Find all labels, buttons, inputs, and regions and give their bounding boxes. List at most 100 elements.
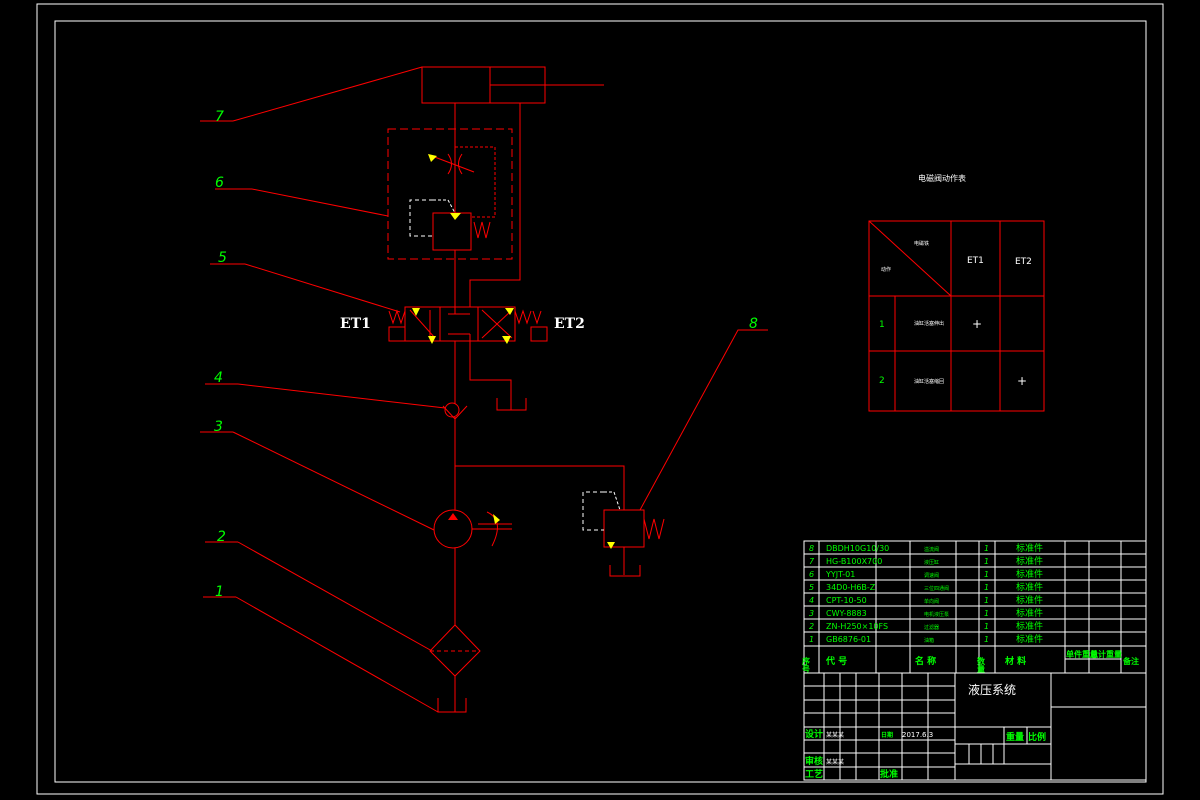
bom-row-name: 三位四通阀 bbox=[924, 585, 949, 592]
leader-line-2 bbox=[237, 541, 433, 652]
bom-header-total-weight: 总计重量 bbox=[1090, 649, 1122, 659]
pump-rotation-arrow-icon bbox=[493, 514, 500, 524]
pipe-return-right bbox=[469, 103, 521, 307]
bom-row-material: 标准件 bbox=[1016, 542, 1043, 554]
leader-number-1: 1 bbox=[215, 584, 224, 600]
bom-row-material: 标准件 bbox=[1016, 555, 1043, 567]
solenoid-table-row2-et2: + bbox=[1017, 374, 1027, 388]
solenoid-table-row1-et1: + bbox=[972, 317, 982, 331]
bom-row-name: 溢流阀 bbox=[924, 546, 939, 553]
bom-row-no: 1 bbox=[809, 635, 814, 644]
bom-row-qty: 1 bbox=[984, 635, 989, 644]
bom-row-name: 油箱 bbox=[924, 637, 934, 644]
leader-line-8 bbox=[639, 329, 768, 511]
throttle-arrow-icon bbox=[428, 154, 437, 162]
title-block: 液压系统 设计 日期 重量 比例 审核 工艺 批准 某某某 2017.6.3 某… bbox=[803, 672, 1147, 781]
weight-label: 重量 bbox=[1006, 731, 1024, 743]
reducing-valve-pilot bbox=[409, 199, 433, 237]
solenoid-table-row2-num: 2 bbox=[879, 376, 885, 386]
right-spring bbox=[514, 309, 532, 325]
bom-row-qty: 1 bbox=[984, 557, 989, 566]
solenoid-table-row2-name: 油缸活塞缩回 bbox=[914, 378, 944, 385]
solenoid-label-et1: ET1 bbox=[340, 316, 371, 332]
dir-valve-left-arrow-1 bbox=[409, 309, 436, 339]
return-tank-symbol bbox=[496, 398, 527, 411]
pump-direction-arrow-icon bbox=[448, 513, 458, 520]
leader-number-7: 7 bbox=[215, 109, 224, 125]
review-label: 审核 bbox=[805, 755, 823, 767]
solenoid-table-row1-num: 1 bbox=[879, 320, 885, 330]
bom-header-unit-weight: 单件重量 bbox=[1066, 649, 1098, 659]
bom-row-code: 34D0-H6B-Z bbox=[826, 583, 876, 592]
bom-header-qty: 数量 bbox=[976, 656, 986, 674]
approve-label: 批准 bbox=[880, 768, 898, 780]
bom-row-no: 8 bbox=[809, 544, 814, 553]
bom-row-no: 4 bbox=[809, 596, 814, 605]
left-solenoid bbox=[388, 326, 406, 342]
bom-row-material: 标准件 bbox=[1016, 568, 1043, 580]
bom-row-qty: 1 bbox=[984, 622, 989, 631]
leader-line-6 bbox=[251, 188, 389, 217]
flow-valve-enclosure bbox=[387, 128, 513, 260]
throttle-adjust-line bbox=[431, 155, 475, 173]
scale-label: 比例 bbox=[1028, 731, 1046, 743]
dir-arrow-icon-3 bbox=[505, 308, 514, 315]
right-solenoid bbox=[530, 326, 548, 342]
designer-label: 设计 bbox=[805, 728, 823, 740]
date-value: 2017.6.3 bbox=[902, 731, 933, 739]
dir-arrow-icon-1 bbox=[412, 308, 420, 316]
left-spring bbox=[388, 309, 406, 325]
check-valve-seat bbox=[442, 405, 468, 420]
check-valve-ball bbox=[444, 402, 460, 418]
inner-frame bbox=[54, 20, 1147, 783]
process-label: 工艺 bbox=[805, 768, 823, 780]
bom-header-remarks: 备注 bbox=[1122, 656, 1139, 666]
bom-row-qty: 1 bbox=[984, 583, 989, 592]
throttle-left-arc bbox=[447, 153, 452, 175]
bom-row-code: GB6876-01 bbox=[826, 635, 871, 644]
leader-number-3: 3 bbox=[214, 419, 223, 435]
directional-valve-body bbox=[404, 306, 516, 342]
bom-row-code: YYJT-01 bbox=[825, 570, 855, 579]
bom-header-code: 代 号 bbox=[825, 655, 847, 667]
bom-row-no: 3 bbox=[809, 609, 814, 618]
bom-row-material: 标准件 bbox=[1016, 581, 1043, 593]
review-name: 某某某 bbox=[826, 759, 844, 766]
dir-arrow-icon-2 bbox=[428, 336, 436, 344]
solenoid-table-diagonal bbox=[868, 220, 952, 297]
bom-row-code: DBDH10G10/30 bbox=[826, 544, 889, 553]
designer-name: 某某某 bbox=[826, 732, 844, 739]
leader-line-3 bbox=[232, 431, 435, 531]
bom-row-qty: 1 bbox=[984, 596, 989, 605]
bom-header-name: 名 称 bbox=[915, 655, 936, 667]
bom-row-name: 单向阀 bbox=[924, 598, 939, 605]
dir-valve-right-cross-2 bbox=[481, 309, 513, 339]
solenoid-action-table: 电磁阀动作表 电磁铁 动作 油缸活塞伸出 油缸活塞缩回 ET1 ET2 1 2 … bbox=[868, 173, 1045, 412]
throttle-right-arc bbox=[458, 153, 463, 175]
solenoid-table-corner-bottom: 动作 bbox=[881, 266, 891, 273]
solenoid-label-et2: ET2 bbox=[554, 316, 585, 332]
solenoid-table-row1-name: 油缸活塞伸出 bbox=[914, 320, 944, 327]
reducing-valve-pilot-tip bbox=[433, 199, 456, 214]
leader-number-2: 2 bbox=[217, 529, 226, 545]
drawing-title: 液压系统 bbox=[968, 682, 1016, 697]
bom-row-material: 标准件 bbox=[1016, 607, 1043, 619]
bom-row-material: 标准件 bbox=[1016, 633, 1043, 645]
relief-valve-pilot bbox=[582, 491, 604, 531]
leader-line-4 bbox=[237, 383, 446, 409]
bom-row-name: 过滤器 bbox=[924, 624, 939, 631]
reducing-valve-spring bbox=[473, 221, 491, 239]
leader-numbers: 1 2 3 4 5 6 7 8 bbox=[214, 109, 758, 600]
solenoid-table-col-et1: ET1 bbox=[967, 256, 984, 266]
bom-row-no: 6 bbox=[809, 570, 814, 579]
leader-line-7 bbox=[232, 66, 423, 122]
relief-valve-box bbox=[603, 509, 645, 548]
outer-frame bbox=[36, 3, 1164, 795]
pipe-relief-branch bbox=[455, 465, 625, 510]
leader-number-6: 6 bbox=[215, 175, 224, 191]
relief-tank-symbol bbox=[609, 565, 641, 577]
bom-row-code: HG-B100X700 bbox=[826, 557, 882, 566]
bom-row-qty: 1 bbox=[984, 570, 989, 579]
